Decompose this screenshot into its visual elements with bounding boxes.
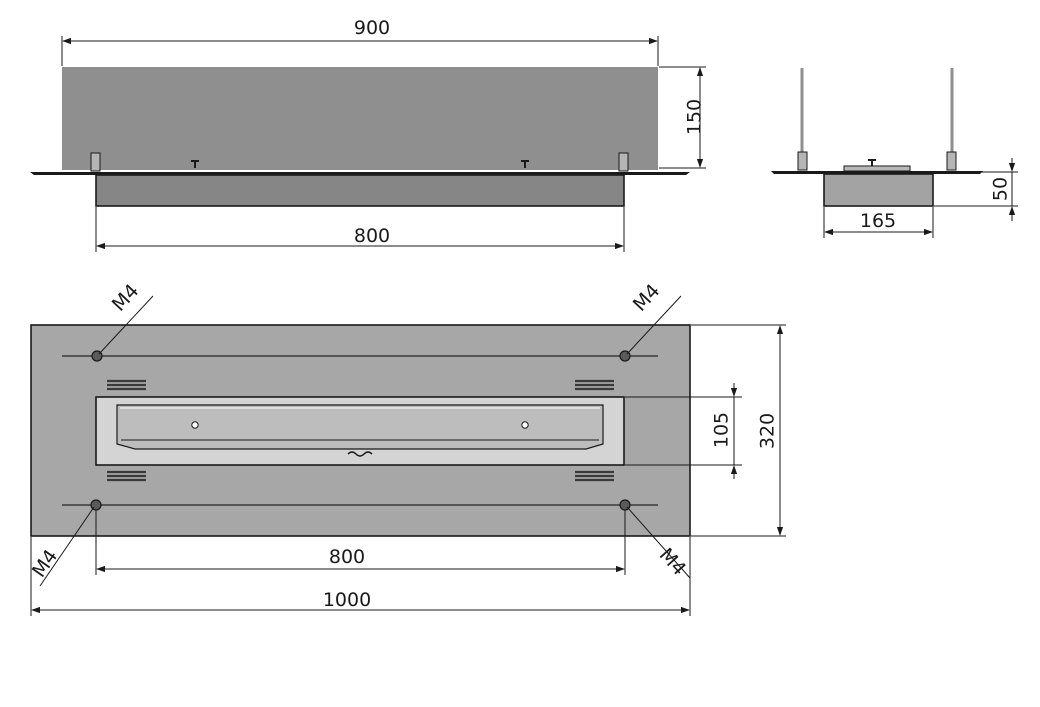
logo-mark xyxy=(347,451,373,457)
side-holder-left xyxy=(797,151,808,171)
insert-hole-right xyxy=(521,421,529,429)
insert-hole-left xyxy=(191,421,199,429)
m4-label-bottom-right: M4 xyxy=(655,544,690,580)
top-view: M4 M4 M4 M4 105 320 800 1000 xyxy=(28,280,786,616)
dimension-label-800-front: 800 xyxy=(354,225,390,247)
dimension-label-900: 900 xyxy=(354,17,390,39)
burner-insert xyxy=(116,404,604,450)
dimension-label-320: 320 xyxy=(757,413,779,449)
side-holder-right xyxy=(946,151,957,171)
side-knob xyxy=(868,159,876,166)
side-box xyxy=(823,173,934,207)
dimension-label-105: 105 xyxy=(711,412,733,448)
m4-label-bottom-left: M4 xyxy=(28,546,62,582)
dimension-label-1000: 1000 xyxy=(323,589,371,611)
vent-slots xyxy=(107,379,614,482)
burner-body xyxy=(95,174,625,207)
side-view: 50 165 xyxy=(771,68,1018,238)
screw-left xyxy=(191,160,199,168)
dimension-label-165: 165 xyxy=(860,210,896,232)
m4-label-top-right: M4 xyxy=(629,280,665,316)
m4-leaders xyxy=(39,295,691,587)
front-view: 900 150 800 xyxy=(30,17,706,252)
screw-right xyxy=(521,160,529,168)
glass-panel xyxy=(62,67,658,170)
glass-holder-right xyxy=(618,152,629,172)
side-cap xyxy=(843,165,911,172)
dimension-label-800-top: 800 xyxy=(329,546,365,568)
m4-label-top-left: M4 xyxy=(108,280,144,316)
dimension-label-50: 50 xyxy=(990,177,1012,201)
glass-holder-left xyxy=(90,152,101,172)
dimension-label-150: 150 xyxy=(684,99,706,135)
